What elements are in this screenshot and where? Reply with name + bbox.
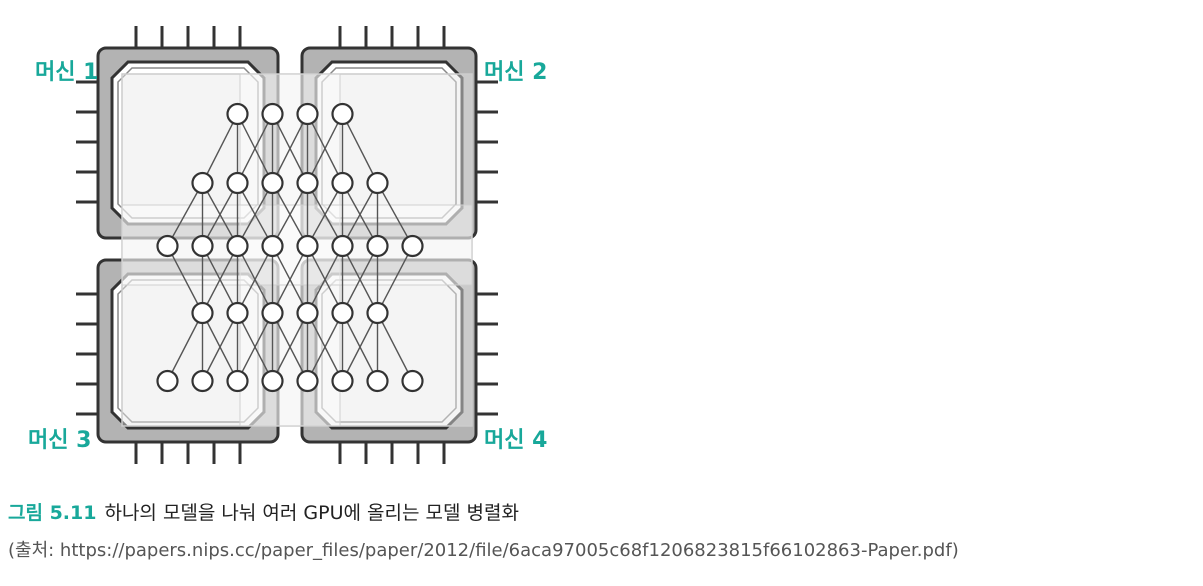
network-node xyxy=(331,171,354,195)
network-edge xyxy=(376,245,414,314)
network-node xyxy=(401,369,424,393)
network-edge xyxy=(271,113,309,184)
network-node xyxy=(191,234,214,258)
network-edge xyxy=(201,182,239,247)
machine-chips xyxy=(76,26,498,464)
network-node xyxy=(331,102,354,126)
network-node xyxy=(401,234,424,258)
network-edge xyxy=(166,312,204,382)
chip-die-inner-border xyxy=(321,67,457,219)
network-node xyxy=(261,171,284,195)
network-edge xyxy=(201,113,239,184)
network-node xyxy=(366,234,389,258)
network-edge xyxy=(341,113,379,184)
network-node xyxy=(261,102,284,126)
network-edge xyxy=(376,312,414,382)
network-node xyxy=(226,234,249,258)
network-node xyxy=(191,369,214,393)
network-edge xyxy=(166,245,204,314)
chip-die-inner-border xyxy=(117,67,259,219)
network-node xyxy=(226,301,249,325)
network-node xyxy=(261,234,284,258)
network-node xyxy=(226,171,249,195)
network-node xyxy=(296,301,319,325)
figure-number: 그림 5.11 xyxy=(8,502,97,524)
network-edge xyxy=(236,113,274,184)
network-edge xyxy=(341,245,379,314)
network-node xyxy=(296,102,319,126)
machine-2-label: 머신 2 xyxy=(484,60,547,85)
network-node xyxy=(191,171,214,195)
network-node xyxy=(191,301,214,325)
network-edge xyxy=(236,182,274,247)
network-edge xyxy=(306,113,344,184)
network-node xyxy=(331,234,354,258)
network-node xyxy=(261,369,284,393)
figure-caption: 그림 5.11 하나의 모델을 나눠 여러 GPU에 올리는 모델 병렬화 xyxy=(8,498,519,525)
network-node xyxy=(296,234,319,258)
network-edge xyxy=(201,245,239,314)
network-node xyxy=(366,369,389,393)
source-citation: (출처: https://papers.nips.cc/paper_files/… xyxy=(8,540,959,561)
network-edge xyxy=(306,245,344,314)
network-node xyxy=(156,369,179,393)
network-node xyxy=(366,301,389,325)
network-edge xyxy=(306,182,344,247)
caption-text: 하나의 모델을 나눠 여러 GPU에 올리는 모델 병렬화 xyxy=(104,502,519,524)
model-parallelism-diagram: 머신 1 머신 2 머신 3 머신 4 xyxy=(28,26,547,464)
machine-1-label: 머신 1 xyxy=(35,60,98,85)
chip-die xyxy=(110,272,266,430)
network-edge xyxy=(306,312,344,382)
network-edge xyxy=(341,182,379,247)
machine-3-label: 머신 3 xyxy=(28,428,91,453)
network-edge xyxy=(271,245,309,314)
chip-die xyxy=(110,60,266,226)
machine-4-label: 머신 4 xyxy=(484,428,547,453)
network-node xyxy=(366,171,389,195)
network-edge xyxy=(271,312,309,382)
network-edge xyxy=(341,312,379,382)
network-node xyxy=(331,301,354,325)
machine-3-chip xyxy=(76,258,280,464)
network-node xyxy=(226,102,249,126)
network-nodes xyxy=(156,102,424,393)
network-node xyxy=(296,171,319,195)
network-edges xyxy=(166,113,414,382)
network-node xyxy=(331,369,354,393)
network-edge xyxy=(236,312,274,382)
network-node xyxy=(296,369,319,393)
network-edge xyxy=(376,182,414,247)
network-node xyxy=(261,301,284,325)
network-edge xyxy=(271,182,309,247)
network-edge xyxy=(236,245,274,314)
network-edge xyxy=(201,312,239,382)
network-edge xyxy=(166,182,204,247)
network-node xyxy=(156,234,179,258)
network-node xyxy=(226,369,249,393)
